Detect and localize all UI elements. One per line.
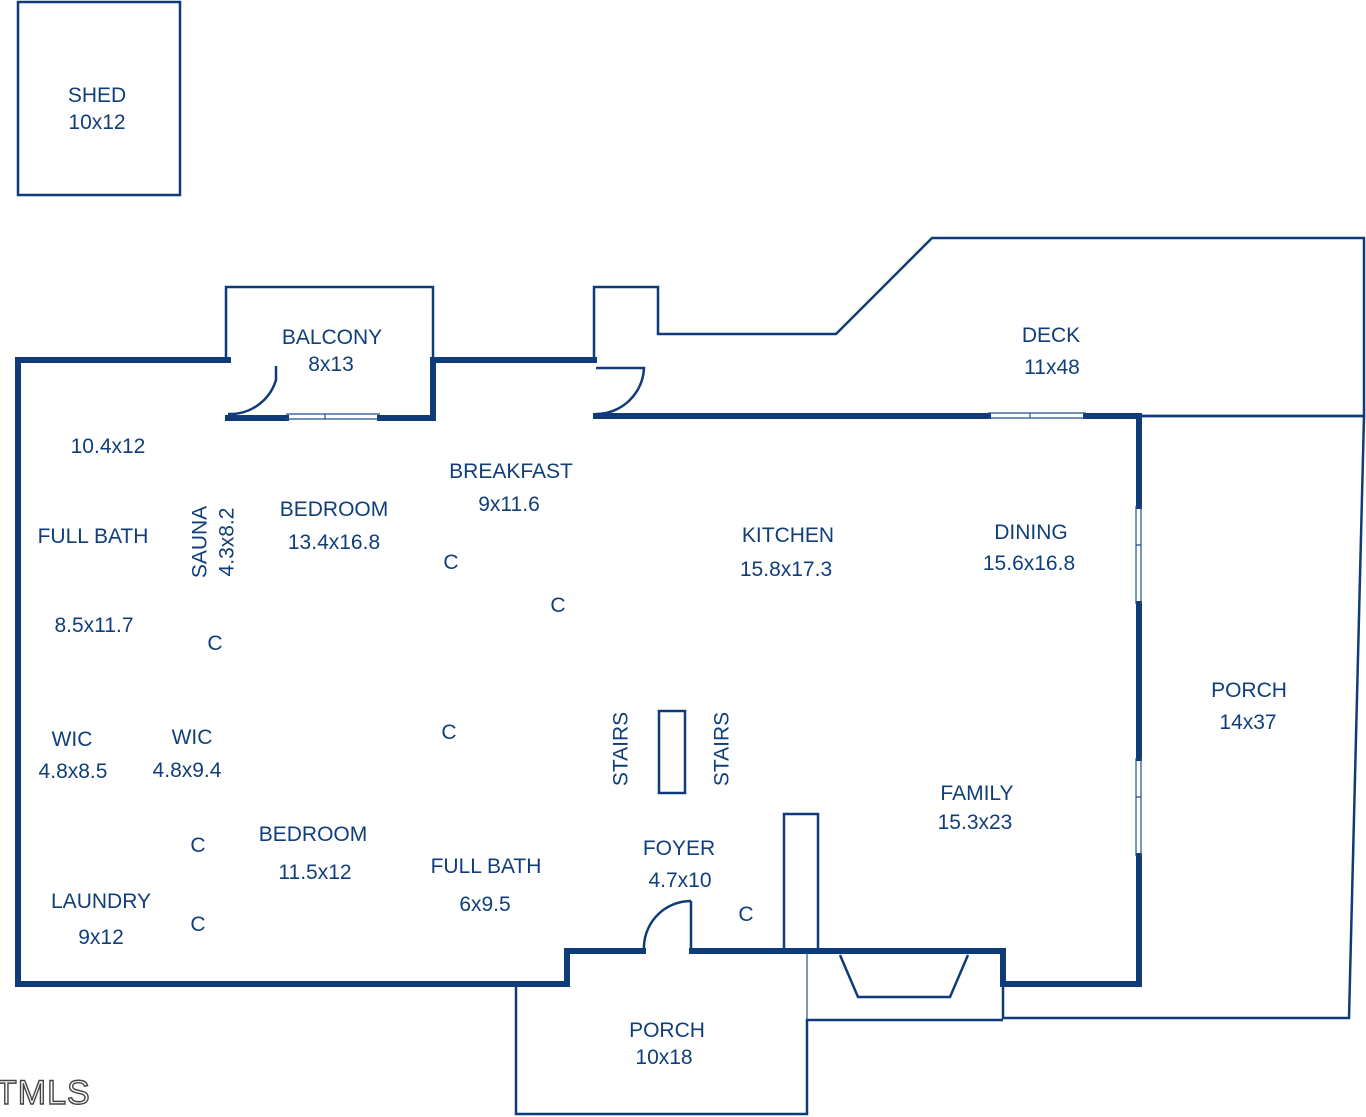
full-bath-2-name: FULL BATH: [430, 855, 542, 878]
bedroom-1-name: BEDROOM: [279, 498, 389, 521]
sliding-door-balcony: [286, 413, 380, 420]
wic-2-name: WIC: [171, 726, 213, 749]
foyer-name: FOYER: [642, 837, 716, 860]
balcony-door-swing: [227, 366, 278, 416]
front-porch-outline: [514, 984, 1003, 1116]
balcony-outline: [224, 285, 435, 360]
family-name: FAMILY: [940, 782, 1014, 805]
house-exterior-wall-top-middle: [430, 357, 597, 421]
porch-side-name: PORCH: [1211, 679, 1287, 702]
kitchen-name: KITCHEN: [741, 524, 835, 547]
sauna-name: SAUNA: [188, 505, 212, 579]
chimney-outline: [782, 812, 820, 953]
bedroom-2-name: BEDROOM: [258, 823, 368, 846]
breakfast-dim: 9x11.6: [478, 493, 540, 516]
family-dim: 15.3x23: [937, 811, 1013, 834]
deck-name: DECK: [1021, 324, 1081, 347]
deck-dim: 11x48: [1024, 356, 1080, 379]
deck-door-swing: [595, 366, 646, 416]
shed-name: SHED: [67, 84, 127, 107]
front-door-swing: [642, 899, 693, 952]
closet-label: C: [207, 632, 223, 655]
porch-front-name: PORCH: [629, 1019, 705, 1042]
full-bath-1-name: FULL BATH: [37, 525, 149, 548]
closet-label: C: [738, 903, 754, 926]
east-wall-3: [1000, 853, 1142, 987]
dining-dim: 15.6x16.8: [982, 552, 1076, 575]
kitchen-dim: 15.8x17.3: [739, 558, 833, 581]
wic-1-name: WIC: [51, 728, 93, 751]
deck-outline: [592, 236, 1366, 418]
sauna-dim: 4.3x8.2: [215, 507, 239, 577]
window-east-2: [1135, 758, 1142, 856]
balcony-dim: 8x13: [308, 353, 354, 376]
dining-name: DINING: [994, 521, 1068, 544]
closet-label: C: [190, 834, 206, 857]
full-bath-2-dim: 6x9.5: [459, 893, 511, 916]
balcony-name: BALCONY: [281, 326, 383, 349]
watermark-text: TMLS: [0, 1073, 91, 1112]
closet-label: C: [550, 594, 566, 617]
sliding-door-dining: [988, 412, 1086, 419]
foyer-dim: 4.7x10: [648, 869, 712, 892]
window-east-1: [1135, 506, 1142, 604]
stairs-label-right: STAIRS: [710, 711, 734, 787]
breakfast-name: BREAKFAST: [449, 460, 573, 483]
bedroom-1-dim: 13.4x16.8: [287, 531, 381, 554]
side-porch-outline: [1001, 414, 1366, 1020]
closet-label: C: [441, 721, 457, 744]
stairs-label-left: STAIRS: [609, 711, 633, 787]
stairs-outline: [657, 709, 687, 795]
shed-dim: 10x12: [68, 111, 126, 134]
house-exterior-wall: [15, 357, 646, 987]
fireplace-icon: [838, 954, 970, 999]
closet-label: C: [190, 913, 206, 936]
porch-front-dim: 10x18: [635, 1046, 693, 1069]
full-bath-1-dim: 8.5x11.7: [54, 614, 134, 637]
wic-1-dim: 4.8x8.5: [38, 760, 108, 783]
laundry-name: LAUNDRY: [51, 890, 151, 913]
laundry-dim: 9x12: [78, 926, 124, 949]
wic-2-dim: 4.8x9.4: [152, 759, 222, 782]
closet-label: C: [443, 551, 459, 574]
unnamed-room-dim: 10.4x12: [70, 435, 146, 458]
porch-side-dim: 14x37: [1219, 711, 1277, 734]
bedroom-2-dim: 11.5x12: [278, 861, 352, 884]
shed-outline: [16, 0, 182, 197]
